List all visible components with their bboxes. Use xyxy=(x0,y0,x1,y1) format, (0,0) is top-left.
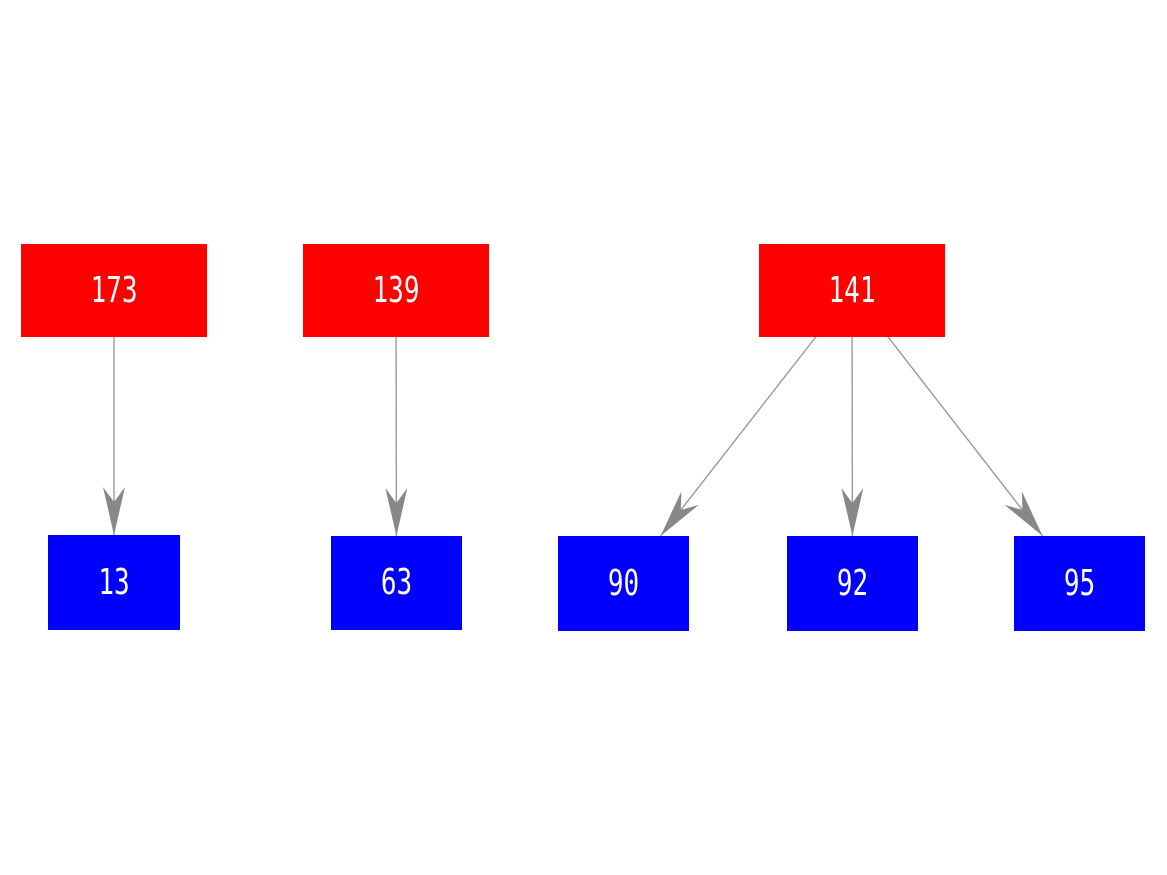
node-label: 139 xyxy=(372,269,420,312)
node-label: 90 xyxy=(607,562,640,605)
diagram-node-63: 63 xyxy=(331,536,462,630)
diagram-node-173: 173 xyxy=(21,244,207,337)
arrowhead-icon xyxy=(1004,491,1043,536)
arrowhead-icon xyxy=(103,487,125,535)
diagram-node-92: 92 xyxy=(787,536,918,631)
node-label: 13 xyxy=(98,561,130,604)
diagram-node-139: 139 xyxy=(303,244,489,337)
node-label: 173 xyxy=(90,269,138,312)
arrowhead-icon xyxy=(660,491,699,536)
arrowhead-icon xyxy=(841,487,864,536)
node-label: 141 xyxy=(828,269,876,312)
diagram-node-13: 13 xyxy=(48,535,180,630)
diagram-node-141: 141 xyxy=(759,244,945,337)
diagram-node-90: 90 xyxy=(558,536,689,631)
diagram-node-95: 95 xyxy=(1014,536,1145,631)
node-label: 92 xyxy=(836,562,869,605)
node-label: 95 xyxy=(1063,562,1096,605)
node-label: 63 xyxy=(380,562,413,604)
arrowhead-icon xyxy=(385,487,408,536)
